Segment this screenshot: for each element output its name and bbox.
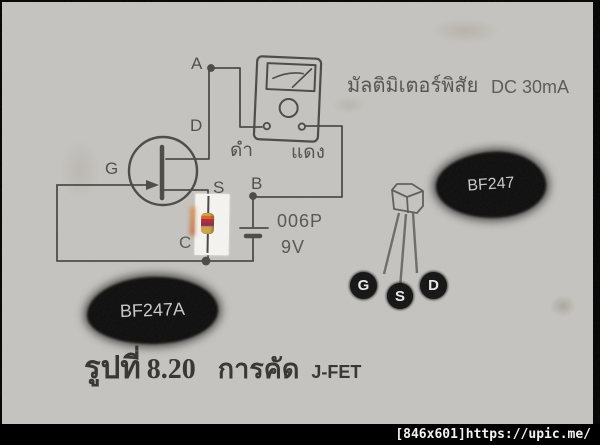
node-label-b: B: [251, 174, 263, 193]
annotation-multimeter-range: มัลติมิเตอร์พิสัย: [347, 75, 479, 97]
node-label-s: S: [213, 178, 225, 197]
part-sticker-bf247a-label: BF247A: [119, 298, 186, 322]
probe-label-black: ดำ: [230, 140, 254, 161]
figure-caption: รูปที่ 8.20 การคัด J-FET: [84, 342, 361, 392]
caption-device: J-FET: [311, 362, 362, 382]
node-label-c: C: [179, 233, 192, 252]
caption-title: การคัด: [217, 354, 300, 384]
battery-model-label: 006P: [277, 211, 324, 231]
node-label-g: G: [105, 159, 119, 178]
probe-label-red: แดง: [291, 142, 325, 163]
part-sticker-bf247-label: BF247: [466, 174, 516, 195]
pin-dot-source: S: [387, 283, 413, 309]
watermark-url-text: [846x601]https://upic.me/: [395, 427, 591, 442]
resistor-body: [200, 212, 215, 235]
pin-dot-gate: G: [350, 272, 377, 299]
caption-figure-number: 8.20: [146, 354, 196, 385]
pin-dot-drain-label: D: [428, 277, 439, 294]
pin-dot-drain: D: [420, 272, 447, 299]
caption-figure-word: รูปที่: [84, 350, 141, 385]
node-label-d: D: [190, 116, 203, 135]
resistor-photo-patch: [189, 193, 230, 256]
battery-voltage-label: 9V: [281, 237, 306, 257]
resistor-photo-smear: [189, 206, 196, 236]
pin-dot-gate-label: G: [357, 277, 370, 294]
pin-dot-source-label: S: [394, 287, 405, 305]
annotation-dc-range: DC 30mA: [491, 77, 570, 97]
node-label-a: A: [191, 54, 203, 73]
